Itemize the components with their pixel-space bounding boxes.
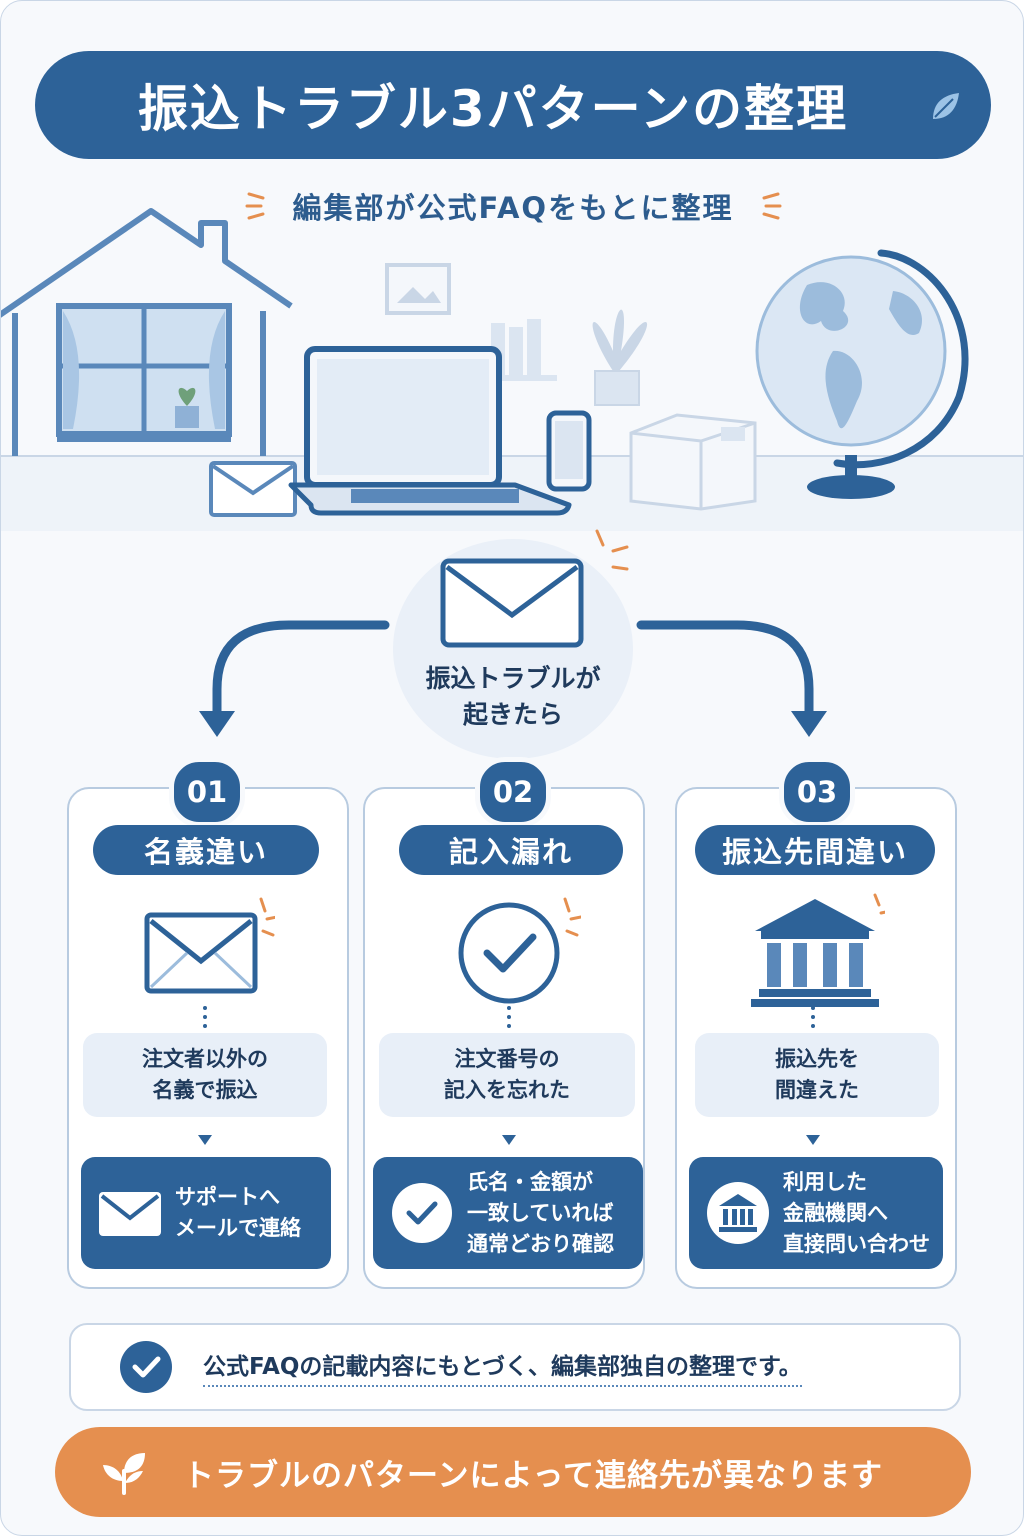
sprout-icon xyxy=(103,1453,145,1495)
house-illustration xyxy=(1,208,293,456)
pattern-title-02: 記入漏れ xyxy=(399,825,623,875)
connector-dots-03 xyxy=(811,1006,815,1028)
pattern-action-02: 氏名・金額が 一致していれば 通常どおり確認 xyxy=(373,1157,643,1269)
action-line: メールで連絡 xyxy=(175,1216,301,1240)
action-line: 利用した xyxy=(783,1169,867,1194)
connector-dots-01 xyxy=(203,1006,207,1028)
check-icon xyxy=(120,1341,172,1393)
title-bar: 振込トラブル3パターンの整理 xyxy=(35,51,991,159)
hub-label-line2: 起きたら xyxy=(462,700,563,729)
page-title: 振込トラブル3パターンの整理 xyxy=(137,80,849,138)
action-line: 直接問い合わせ xyxy=(783,1231,930,1256)
description-line: 名義で振込 xyxy=(152,1078,258,1102)
note-text: 公式FAQの記載内容にもとづく、編集部独自の整理です。 xyxy=(203,1347,802,1387)
bank-icon xyxy=(707,1182,769,1244)
action-line: サポートへ xyxy=(175,1185,280,1209)
pattern-action-01: サポートへ メールで連絡 xyxy=(81,1157,331,1269)
envelope-icon xyxy=(144,897,275,994)
action-line: 金融機関へ xyxy=(783,1200,888,1225)
down-arrow-03 xyxy=(806,1135,820,1145)
leaf-icon xyxy=(933,93,959,119)
description-line: 記入を忘れた xyxy=(444,1078,570,1102)
globe-illustration xyxy=(755,249,969,499)
description-line: 間違えた xyxy=(775,1078,859,1102)
sparkle-right-icon xyxy=(762,192,781,220)
home-office-illustration xyxy=(1,208,1023,531)
action-line: 一致していれば xyxy=(467,1200,614,1225)
pattern-description-02: 注文番号の 記入を忘れた xyxy=(379,1033,635,1117)
action-text: 利用した 金融機関へ 直接問い合わせ xyxy=(783,1167,930,1260)
subtitle-row: 編集部が公式FAQをもとに整理 xyxy=(1,183,1023,229)
down-arrow-02 xyxy=(502,1135,516,1145)
check-circle-icon xyxy=(458,897,581,1004)
pattern-action-03: 利用した 金融機関へ 直接問い合わせ xyxy=(689,1157,943,1269)
hub-label-line1: 振込トラブルが xyxy=(425,664,601,693)
check-circle-icon xyxy=(392,1183,452,1243)
subtitle: 編集部が公式FAQをもとに整理 xyxy=(292,191,734,225)
sparkle-left-icon xyxy=(245,192,264,220)
hub-label: 振込トラブルが 起きたら xyxy=(393,661,633,733)
pattern-number-02: 02 xyxy=(475,757,551,827)
pattern-title-03: 振込先間違い xyxy=(695,825,935,875)
description-line: 振込先を xyxy=(775,1047,859,1071)
footer-text: トラブルのパターンによって連絡先が異なります xyxy=(183,1457,883,1494)
envelope-icon xyxy=(99,1192,161,1236)
pattern-description-01: 注文者以外の 名義で振込 xyxy=(83,1033,327,1117)
footer-banner: トラブルのパターンによって連絡先が異なります xyxy=(55,1427,971,1517)
connector-dots-02 xyxy=(507,1006,511,1028)
action-text: サポートへ メールで連絡 xyxy=(175,1182,301,1244)
action-text: 氏名・金額が 一致していれば 通常どおり確認 xyxy=(467,1167,614,1260)
pattern-description-03: 振込先を 間違えた xyxy=(695,1033,939,1117)
action-line: 氏名・金額が xyxy=(467,1169,593,1194)
pattern-number-03: 03 xyxy=(779,757,855,827)
branch-arrows xyxy=(199,529,827,737)
action-line: 通常どおり確認 xyxy=(467,1231,614,1256)
note-box: 公式FAQの記載内容にもとづく、編集部独自の整理です。 xyxy=(69,1323,961,1411)
pattern-number-01: 01 xyxy=(169,757,245,827)
down-arrow-01 xyxy=(198,1135,212,1145)
description-line: 注文番号の xyxy=(454,1047,560,1071)
description-line: 注文者以外の xyxy=(142,1047,268,1071)
pattern-title-01: 名義違い xyxy=(93,825,319,875)
bank-icon xyxy=(751,893,885,1007)
